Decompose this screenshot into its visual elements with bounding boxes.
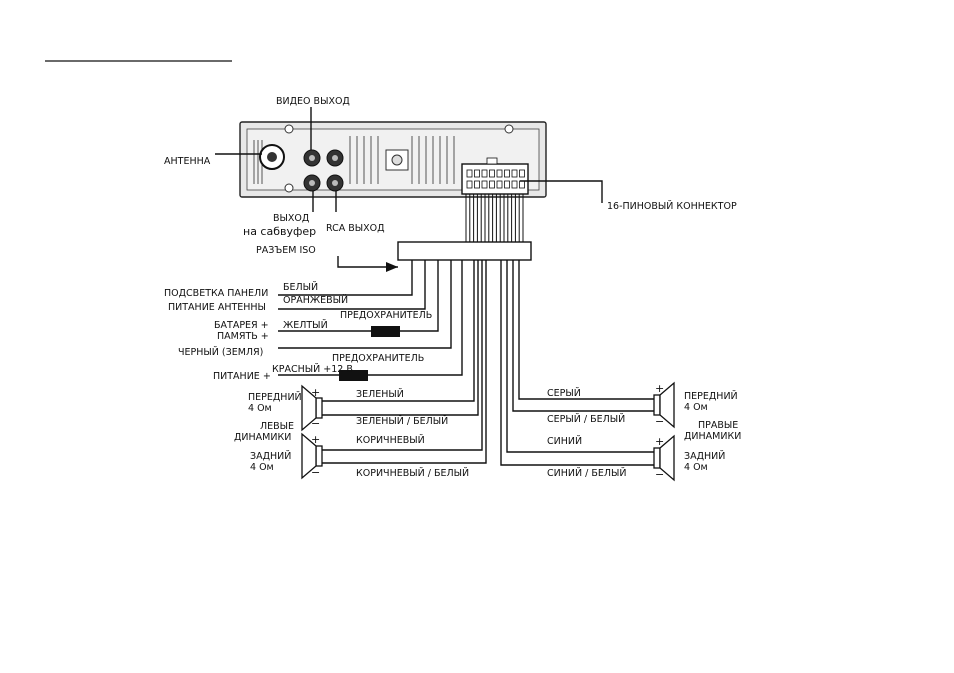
wire-yellow-label: ЖЕЛТЫЙ [283,319,328,331]
wire-gray [518,260,660,400]
wire-green-label: ЗЕЛЕНЫЙ [356,388,404,400]
wire-blue-label: СИНИЙ [547,435,582,447]
wire-gray-label: СЕРЫЙ [547,387,581,399]
front-left-plus: + [311,386,320,399]
fuse-yellow-icon [371,326,400,337]
wire-green [322,260,475,402]
rear-right-ohm: 4 Ом [684,462,708,473]
right-speakers-label-line1: ПРАВЫЕ [698,420,738,431]
wire-orange [278,260,426,310]
speaker-rear-right-icon [653,434,675,482]
rear-left-minus: − [311,466,320,479]
speaker-front-right-icon [653,381,675,429]
fuse-red-icon [339,370,368,381]
iso-arrow-icon [386,262,398,272]
left-speakers-label-line2: ДИНАМИКИ [234,432,291,443]
ground-label: ЧЕРНЫЙ (ЗЕМЛЯ) [178,346,263,358]
battery-label-line2: ПАМЯТЬ + [217,331,269,342]
rear-right-minus: − [655,468,664,481]
fuse-red-label: ПРЕДОХРАНИТЕЛЬ [332,353,424,364]
wire-white [278,260,413,296]
front-right-ohm: 4 Ом [684,402,708,413]
battery-label-line1: БАТАРЕЯ + [214,320,269,331]
left-speakers-label-line1: ЛЕВЫЕ [260,421,294,432]
wire-brown-white-label: КОРИЧНЕВЫЙ / БЕЛЫЙ [356,467,469,479]
speaker-rear-left-icon [301,432,323,480]
antenna-power-label: ПИТАНИЕ АНТЕННЫ [168,302,266,313]
wire-yellow [278,260,439,332]
fuse-yellow-label: ПРЕДОХРАНИТЕЛЬ [340,310,432,321]
front-left-minus: − [311,417,320,430]
wire-blue-white [500,260,660,466]
speaker-front-left-icon [301,384,323,432]
front-left-label: ПЕРЕДНИЙ [248,391,302,403]
wire-blue-white-label: СИНИЙ / БЕЛЫЙ [547,467,627,479]
front-left-ohm: 4 Ом [248,403,272,414]
wire-harness [465,194,524,242]
connector-16pin-label: 16-ПИНОВЫЙ КОННЕКТОР [607,200,737,212]
rear-right-plus: + [655,435,664,448]
wire-blue [506,260,660,453]
wire-brown [322,260,483,451]
video-out-label: ВИДЕО ВЫХОД [276,96,350,107]
wire-white-label: БЕЛЫЙ [283,281,318,293]
unit-16pin-socket [461,163,529,195]
sub-out-label-line1: ВЫХОД [273,213,309,224]
wire-green-white [322,260,479,416]
wire-gray-white [512,260,660,412]
right-speakers-label-line2: ДИНАМИКИ [684,431,741,442]
wire-brown-label: КОРИЧНЕВЫЙ [356,434,425,446]
head-unit-rear-panel [239,121,547,198]
wire-brown-white [322,260,487,464]
power-label: ПИТАНИЕ + [213,371,271,382]
iso-connector [397,241,532,261]
front-right-label: ПЕРЕДНИЙ [684,390,738,402]
rear-right-label: ЗАДНИЙ [684,450,725,462]
front-right-minus: − [655,415,664,428]
iso-connector-label: РАЗЪЕМ ISO [256,245,316,256]
wire-green-white-label: ЗЕЛЕНЫЙ / БЕЛЫЙ [356,415,448,427]
rear-left-ohm: 4 Ом [250,462,274,473]
sub-out-label-line2: на сабвуфер [243,225,316,238]
wire-black [278,260,452,349]
rear-left-plus: + [311,433,320,446]
wire-gray-white-label: СЕРЫЙ / БЕЛЫЙ [547,413,625,425]
antenna-label: АНТЕННА [164,156,211,167]
wire-orange-label: ОРАНЖЕВЫЙ [283,294,348,306]
wire-red-label: КРАСНЫЙ +12 В [272,363,353,375]
rca-out-label: RCA ВЫХОД [326,223,385,234]
front-right-plus: + [655,382,664,395]
rear-left-label: ЗАДНИЙ [250,450,291,462]
panel-light-label: ПОДСВЕТКА ПАНЕЛИ [164,288,268,299]
